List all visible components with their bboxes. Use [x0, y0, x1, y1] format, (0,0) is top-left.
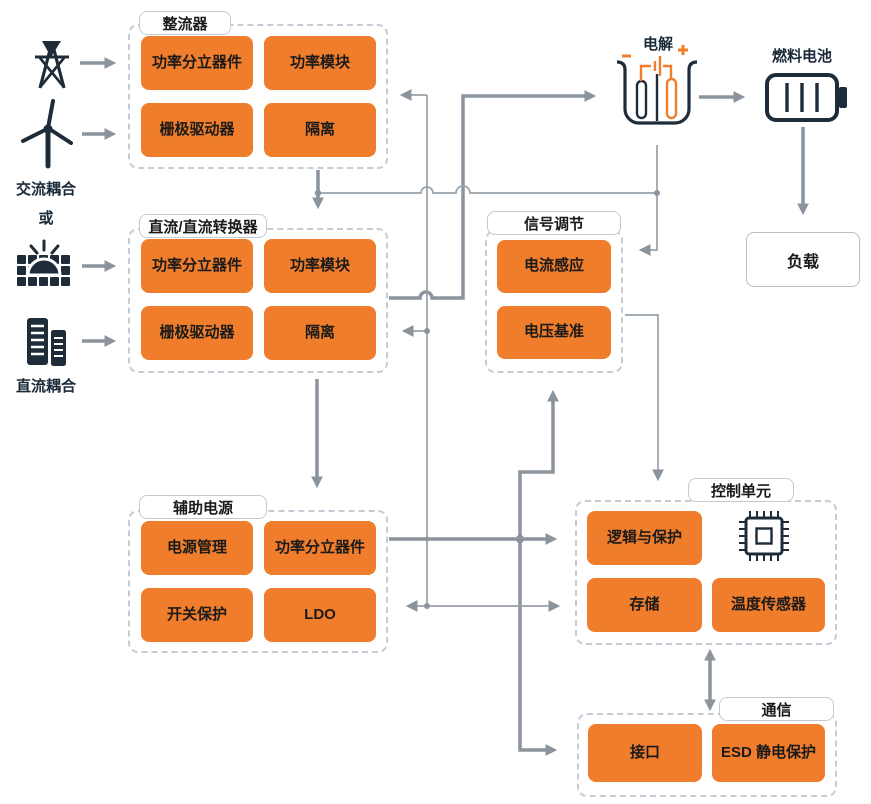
thick-connectors [80, 57, 809, 756]
junction-dots [314, 189, 660, 609]
connector-rectifier-sense-line [318, 185, 657, 194]
block-current-sense[interactable]: 电流感应 [497, 240, 611, 293]
or-label: 或 [38, 210, 54, 227]
block-rectifier-power-module[interactable]: 功率模块 [264, 36, 376, 90]
connector-voltageref-to-control [625, 314, 664, 482]
electrolysis-label: 电解 [642, 36, 673, 53]
connector-electrolysis-to-currentsense [638, 145, 658, 256]
ac-coupling-label: 交流耦合 [15, 181, 76, 198]
block-voltage-reference[interactable]: 电压基准 [497, 306, 611, 359]
block-rectifier-power-discretes[interactable]: 功率分立器件 [141, 36, 253, 90]
fuel-cell-battery-icon [765, 73, 847, 122]
block-aux-switch-protection[interactable]: 开关保护 [141, 588, 253, 642]
block-rectifier-isolation[interactable]: 隔离 [264, 103, 376, 157]
transmission-tower-icon [35, 41, 69, 89]
microchip-icon [739, 511, 789, 561]
block-aux-power-management[interactable]: 电源管理 [141, 521, 253, 575]
group-label-dcdc: 直流/直流转换器 [139, 214, 267, 238]
group-label-auxiliary-power: 辅助电源 [139, 495, 267, 519]
energy-storage-servers-icon [27, 318, 66, 366]
electrolysis-icon [616, 45, 698, 125]
fuel-cell-label: 燃料电池 [771, 48, 832, 65]
block-dcdc-isolation[interactable]: 隔离 [264, 306, 376, 360]
block-temperature-sensor[interactable]: 温度传感器 [712, 578, 825, 632]
block-storage[interactable]: 存储 [587, 578, 702, 632]
block-aux-ldo[interactable]: LDO [264, 588, 376, 642]
group-label-signal-conditioning: 信号调节 [487, 211, 621, 235]
group-rectifier [128, 24, 388, 169]
group-label-rectifier: 整流器 [139, 11, 231, 35]
load-box: 负载 [746, 232, 860, 287]
group-label-control-unit: 控制单元 [688, 478, 794, 502]
block-dcdc-gate-driver[interactable]: 栅极驱动器 [141, 306, 253, 360]
group-label-communication: 通信 [719, 697, 834, 721]
dc-coupling-label: 直流耦合 [15, 378, 76, 395]
block-dcdc-power-module[interactable]: 功率模块 [264, 239, 376, 293]
block-logic-protection[interactable]: 逻辑与保护 [587, 511, 702, 565]
solar-panel-icon [17, 239, 70, 286]
connector-dcdc-to-electrolysis [389, 90, 597, 300]
block-interface[interactable]: 接口 [588, 724, 702, 782]
block-esd-protection[interactable]: ESD 静电保护 [712, 724, 825, 782]
thin-connectors [318, 89, 664, 612]
connector-signal-control-comm-bus [518, 389, 559, 756]
block-rectifier-gate-driver[interactable]: 栅极驱动器 [141, 103, 253, 157]
block-dcdc-power-discretes[interactable]: 功率分立器件 [141, 239, 253, 293]
block-aux-power-discretes[interactable]: 功率分立器件 [264, 521, 376, 575]
wind-turbine-icon [21, 99, 73, 169]
group-communication [577, 713, 837, 797]
